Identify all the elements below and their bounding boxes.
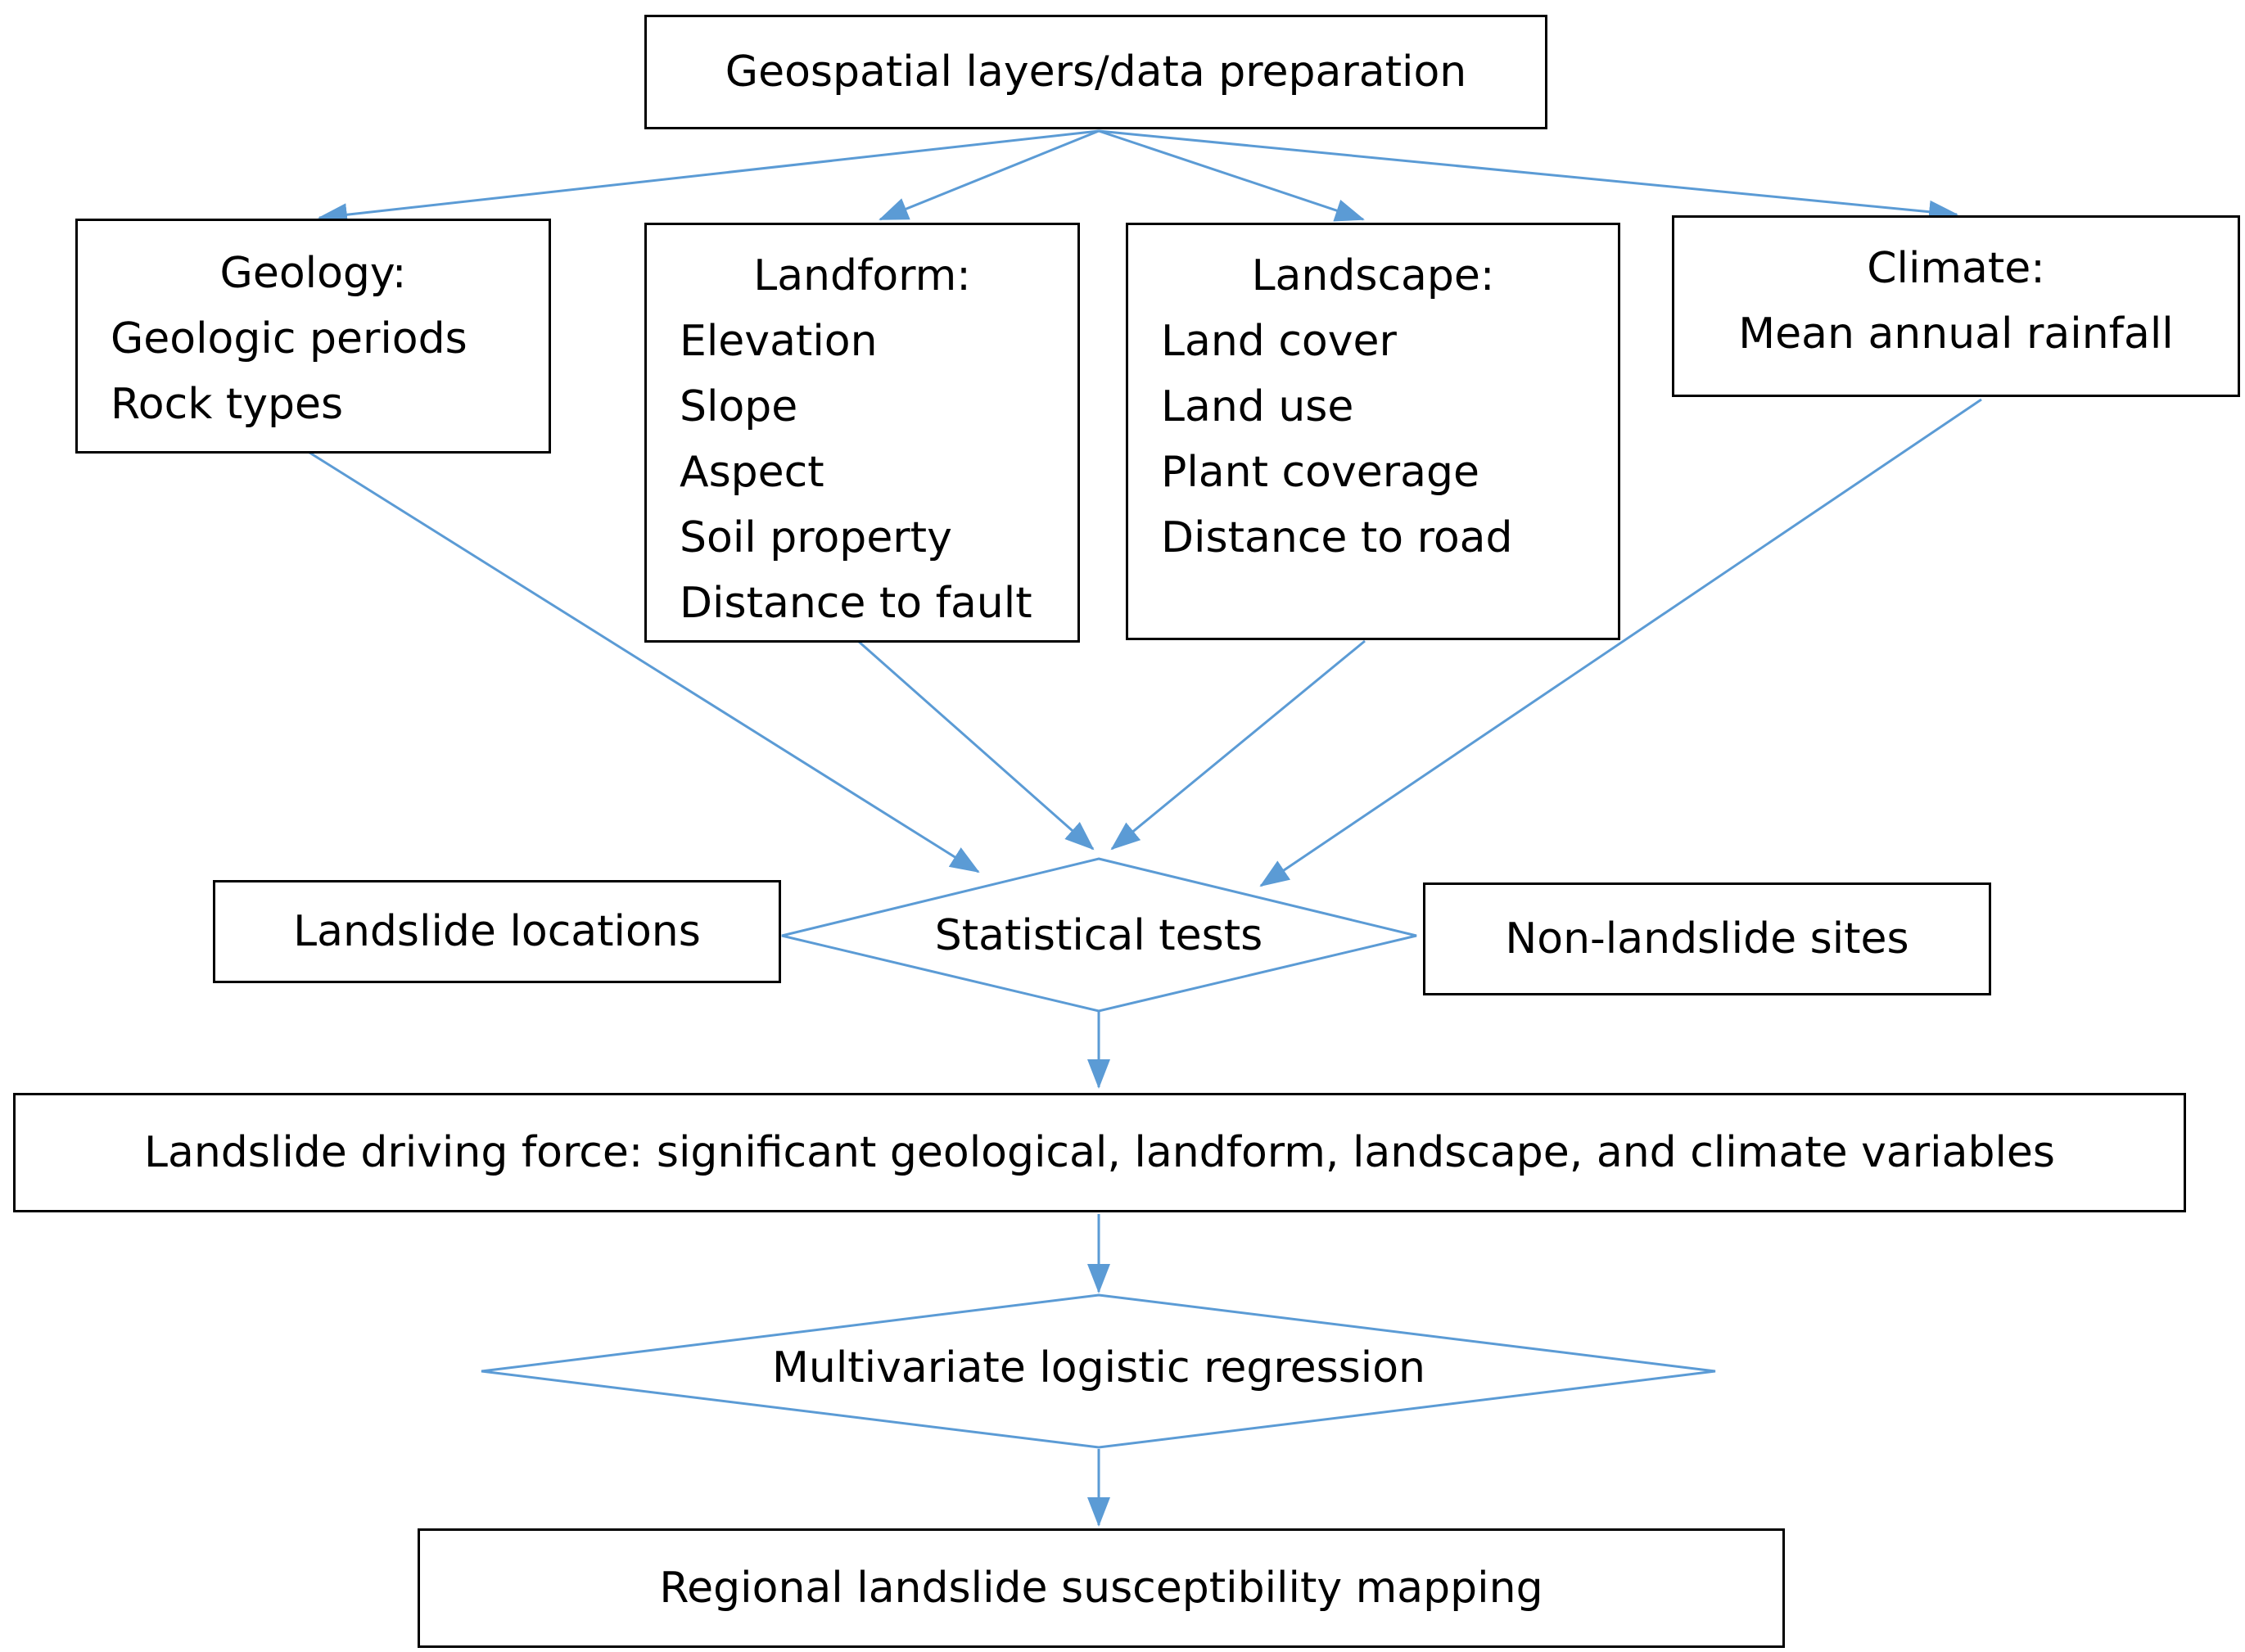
geology-item: Rock types bbox=[111, 380, 344, 429]
landscape-item: Land cover bbox=[1161, 317, 1397, 366]
logistic-regression-diamond bbox=[481, 1293, 1716, 1449]
landform-item: Elevation bbox=[680, 317, 878, 366]
arrow-top-to-landform bbox=[879, 129, 1100, 221]
susceptibility-mapping-label: Regional landslide susceptibility mappin… bbox=[659, 1564, 1543, 1613]
landscape-item: Land use bbox=[1161, 382, 1354, 431]
landform-title: Landform: bbox=[753, 251, 971, 300]
landscape-item: Plant coverage bbox=[1161, 448, 1479, 497]
landslide-locations-label: Landslide locations bbox=[293, 907, 701, 956]
climate-title: Climate: bbox=[1867, 244, 2045, 293]
landform-item: Soil property bbox=[680, 513, 952, 562]
landform-item: Slope bbox=[680, 382, 798, 431]
arrow-climate-to-tests bbox=[1259, 398, 1982, 887]
arrow-top-to-geology bbox=[318, 129, 1100, 227]
geology-box: Geology: Geologic periods Rock types bbox=[75, 219, 551, 454]
landslide-locations-box: Landslide locations bbox=[213, 880, 781, 983]
climate-item: Mean annual rainfall bbox=[1738, 309, 2174, 359]
landform-item: Distance to fault bbox=[680, 579, 1032, 628]
logistic-regression-label: Multivariate logistic regression bbox=[772, 1343, 1425, 1392]
geology-item: Geologic periods bbox=[111, 314, 468, 363]
geospatial-preparation-box: Geospatial layers/data preparation bbox=[644, 15, 1547, 129]
arrow-landscape-to-tests bbox=[1110, 639, 1366, 851]
geospatial-preparation-label: Geospatial layers/data preparation bbox=[725, 47, 1467, 97]
climate-box: Climate: Mean annual rainfall bbox=[1672, 215, 2240, 397]
non-landslide-sites-box: Non-landslide sites bbox=[1423, 882, 1991, 995]
arrow-landform-to-tests bbox=[857, 639, 1095, 851]
arrow-top-to-climate bbox=[1098, 129, 1958, 223]
landscape-title: Landscape: bbox=[1251, 251, 1495, 300]
landform-box: Landform: Elevation Slope Aspect Soil pr… bbox=[644, 223, 1080, 643]
statistical-tests-label: Statistical tests bbox=[934, 911, 1263, 960]
geology-title: Geology: bbox=[219, 249, 407, 298]
statistical-tests-diamond bbox=[781, 857, 1417, 1013]
susceptibility-mapping-box: Regional landslide susceptibility mappin… bbox=[418, 1528, 1785, 1648]
driving-force-label: Landslide driving force: significant geo… bbox=[144, 1128, 2055, 1177]
landform-item: Aspect bbox=[680, 448, 824, 497]
arrow-top-to-landscape bbox=[1098, 129, 1365, 222]
landscape-box: Landscape: Land cover Land use Plant cov… bbox=[1126, 223, 1620, 640]
arrow-geology-to-tests bbox=[306, 449, 980, 873]
landscape-item: Distance to road bbox=[1161, 513, 1513, 562]
driving-force-box: Landslide driving force: significant geo… bbox=[13, 1093, 2186, 1212]
non-landslide-sites-label: Non-landslide sites bbox=[1505, 914, 1909, 964]
